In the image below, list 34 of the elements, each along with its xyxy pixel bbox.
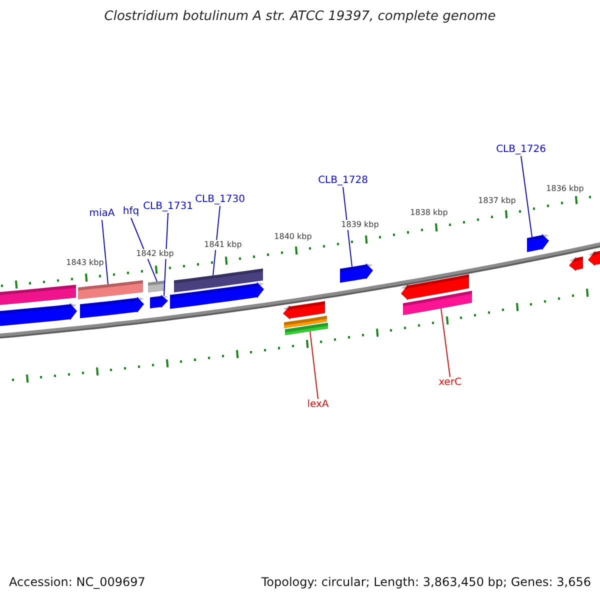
gene-label: xerC (438, 377, 462, 389)
leader-line (102, 220, 108, 285)
gene-feature (340, 264, 373, 283)
scale-label: 1843 kbp (65, 258, 105, 268)
gene-feature (403, 290, 472, 316)
scale-label: 1842 kbp (135, 249, 175, 259)
gene-label: miaA (89, 208, 115, 220)
gene-feature (78, 280, 143, 300)
leader-line (310, 330, 318, 400)
leader-line (164, 212, 168, 296)
gene-label: lexA (307, 399, 329, 411)
leader-line (520, 156, 532, 238)
scale-label: 1836 kbp (545, 184, 585, 194)
scale-label: 1840 kbp (273, 232, 313, 242)
gene-feature (150, 295, 168, 308)
leader-line (212, 206, 220, 276)
gene-feature (148, 280, 165, 293)
gene-label: CLB_1730 (195, 194, 245, 206)
leader-line (342, 186, 352, 268)
gene-feature (174, 268, 263, 292)
title: Clostridium botulinum A str. ATCC 19397, complete genome (103, 9, 497, 24)
gene-feature (285, 322, 328, 336)
gene-label: CLB_1731 (143, 201, 193, 213)
gene-feature (527, 234, 549, 252)
gene-label: CLB_1728 (318, 175, 368, 187)
genome-info: Topology: circular; Length: 3,863,450 bp; Genes: 3,656 (261, 575, 591, 589)
gene-label: CLB_1726 (496, 144, 546, 156)
genome-info: Accession: NC_009697 (9, 575, 146, 589)
gene-label: hfq (122, 206, 140, 218)
leader-line (440, 308, 450, 378)
scale-label: 1837 kbp (477, 196, 517, 206)
scale-label: 1838 kbp (409, 208, 449, 218)
scale-label: 1841 kbp (203, 240, 243, 250)
scale-label: 1839 kbp (340, 220, 380, 230)
